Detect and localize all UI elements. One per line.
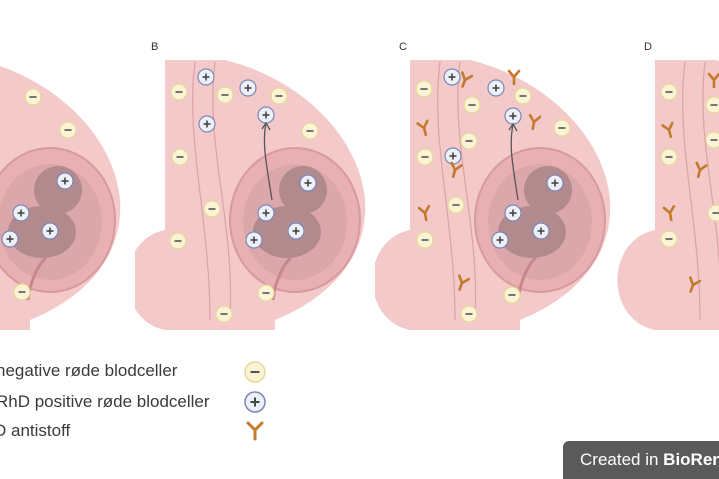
- panel-b: [135, 60, 366, 330]
- panel-label-b: B: [151, 41, 159, 53]
- antibody: [689, 276, 702, 293]
- negative-cell: [24, 88, 42, 106]
- panel-c: [375, 60, 611, 330]
- fetus-head: [279, 166, 327, 214]
- panel-label-c: C: [399, 41, 407, 53]
- antibody: [662, 204, 676, 222]
- antibody-icon: [246, 421, 264, 441]
- positive-cell: [1, 230, 19, 248]
- mother-body: [617, 60, 719, 330]
- negative-cell: [660, 230, 678, 248]
- antibody: [507, 69, 521, 86]
- badge-brand: BioRender: [663, 450, 719, 469]
- panel-label-d: D: [644, 41, 652, 53]
- negative-cell: [257, 284, 275, 302]
- positive-cell: [491, 231, 509, 249]
- arm-outline: [192, 61, 211, 321]
- positive-cell: [487, 79, 505, 97]
- positive-cell: [546, 174, 564, 192]
- negative-cell: [447, 196, 465, 214]
- arm-outline: [457, 61, 477, 321]
- negative-cell: [216, 86, 234, 104]
- antibody: [707, 72, 719, 89]
- positive-cell: [245, 231, 263, 249]
- positive-cell: [532, 222, 550, 240]
- positive-cell: [41, 222, 59, 240]
- antibody: [661, 121, 674, 139]
- negative-cell: [460, 132, 478, 150]
- positive-cell: [198, 115, 216, 133]
- negative-cell: [553, 119, 571, 137]
- arm-outline: [702, 61, 719, 267]
- antibody: [528, 113, 542, 131]
- legend-negative-label: negative røde blodceller: [0, 361, 178, 380]
- transfer-arrow: [510, 123, 519, 201]
- negative-cell-icon: [244, 361, 266, 383]
- negative-cell: [660, 83, 678, 101]
- created-in-biorender-badge[interactable]: Created in BioRender: [563, 441, 719, 479]
- negative-cell: [503, 286, 521, 304]
- negative-cell: [416, 148, 434, 166]
- legend-positive-label: RhD positive røde blodceller: [0, 392, 210, 411]
- arm-outline: [212, 61, 232, 321]
- negative-cell: [13, 283, 31, 301]
- positive-cell: [287, 222, 305, 240]
- negative-cell: [215, 305, 233, 323]
- negative-cell: [270, 87, 288, 105]
- positive-cell: [197, 68, 215, 86]
- positive-cell: [443, 68, 461, 86]
- negative-cell: [170, 83, 188, 101]
- negative-cell: [415, 80, 433, 98]
- negative-cell: [301, 122, 319, 140]
- arrow-head: [508, 122, 518, 132]
- positive-cell-icon: [244, 391, 266, 413]
- arm-outline: [437, 61, 456, 321]
- antibody: [695, 161, 708, 179]
- transfer-arrow: [263, 122, 273, 201]
- legend-antibody-label: D antistoff: [0, 421, 71, 440]
- antibody: [417, 204, 431, 222]
- positive-cell: [257, 204, 275, 222]
- negative-cell: [514, 87, 532, 105]
- antibody: [458, 274, 471, 291]
- badge-prefix: Created in: [580, 450, 664, 469]
- positive-cell: [444, 147, 462, 165]
- positive-cell: [504, 107, 522, 125]
- antibody: [450, 161, 463, 179]
- negative-cell: [59, 121, 77, 139]
- positive-cell: [239, 79, 257, 97]
- positive-cell: [257, 106, 275, 124]
- antibody: [416, 119, 429, 137]
- panel-a: [0, 66, 121, 330]
- negative-cell: [463, 96, 481, 114]
- positive-cell: [12, 204, 30, 222]
- antibody: [461, 71, 474, 88]
- negative-cell: [171, 148, 189, 166]
- negative-cell: [169, 232, 187, 250]
- pregnancy-illustrations: [0, 60, 719, 330]
- negative-cell: [203, 200, 221, 218]
- negative-cell: [660, 148, 678, 166]
- positive-cell: [56, 172, 74, 190]
- negative-cell: [707, 204, 719, 222]
- negative-cell: [705, 96, 719, 114]
- positive-cell: [504, 204, 522, 222]
- negative-cell: [705, 131, 719, 149]
- negative-cell: [460, 305, 478, 323]
- positive-cell: [299, 174, 317, 192]
- arrow-head: [261, 121, 271, 131]
- negative-cell: [416, 231, 434, 249]
- panel-d: [617, 60, 719, 330]
